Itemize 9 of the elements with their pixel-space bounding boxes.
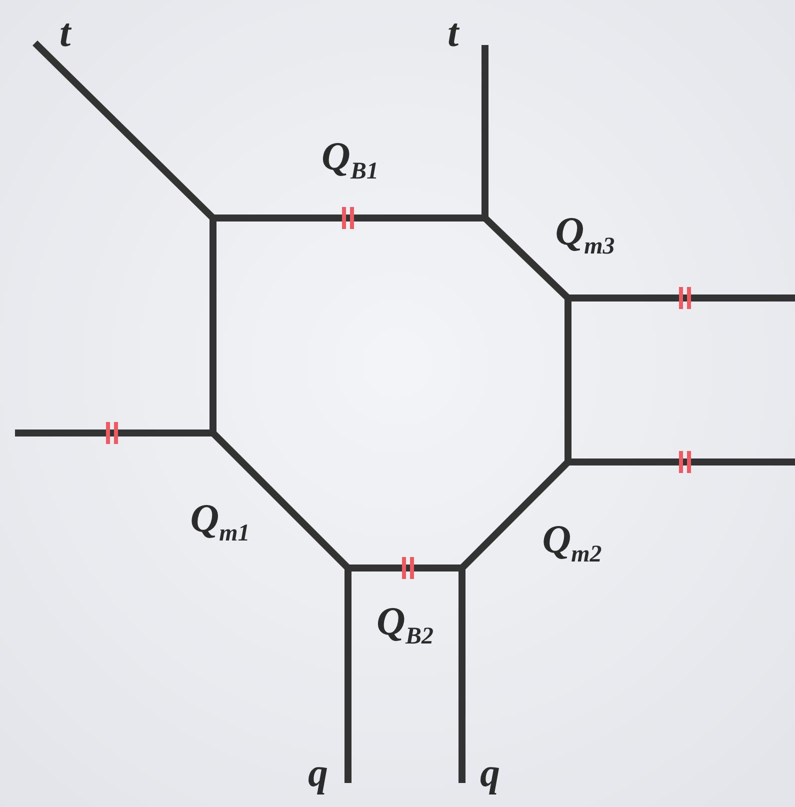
leg-label: t: [447, 13, 459, 53]
vertex-label: Q$_{m1}$: [190, 498, 250, 546]
leg-label: q: [480, 753, 500, 793]
vertex-label: Q$_{B1}$: [322, 136, 378, 184]
leg-label: q: [308, 753, 328, 793]
vertex-label: Q$_{m2}$: [542, 520, 602, 566]
vertex-label: Q$_{B2}$: [376, 602, 434, 648]
vertex-label: Q$_{m3}$: [555, 212, 615, 258]
leg-label: t: [59, 13, 71, 53]
